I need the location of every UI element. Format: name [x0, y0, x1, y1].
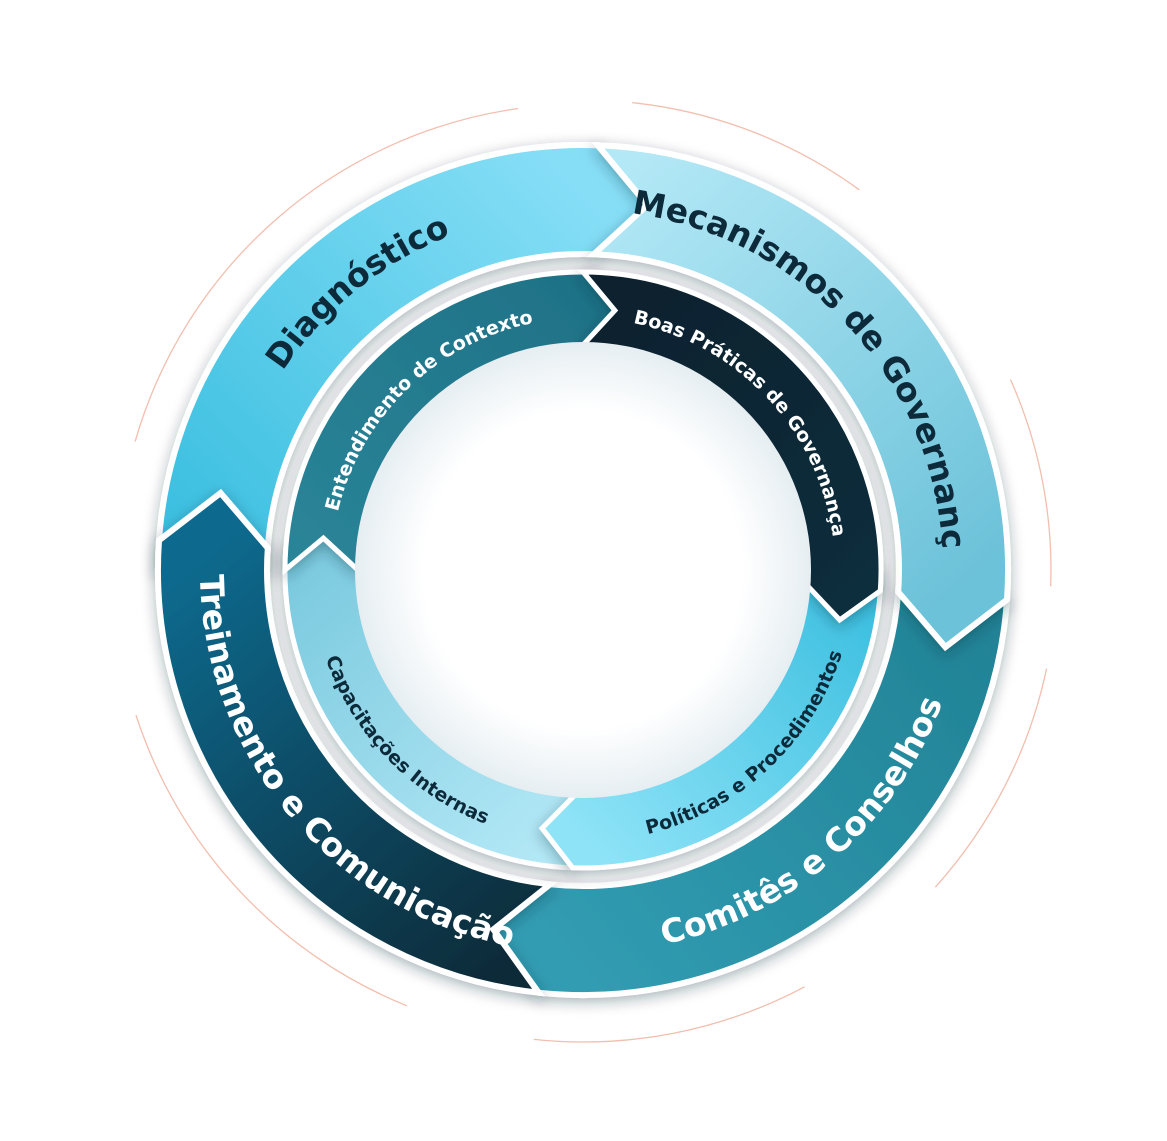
accent-arc-5 [533, 986, 805, 1043]
outer-segment-mecanismos-de-governanca [586, 142, 1012, 652]
accent-lines [134, 101, 1052, 1043]
outer-ring [154, 142, 1012, 998]
accent-arc-1 [134, 107, 519, 442]
center-hole [355, 342, 811, 798]
accent-arc-4 [934, 668, 1048, 888]
accent-arc-3 [1009, 379, 1052, 587]
outer-segment-treinamento-e-comunicacao [154, 488, 558, 997]
accent-arc-6 [135, 714, 408, 1007]
accent-arc-2 [632, 101, 860, 191]
